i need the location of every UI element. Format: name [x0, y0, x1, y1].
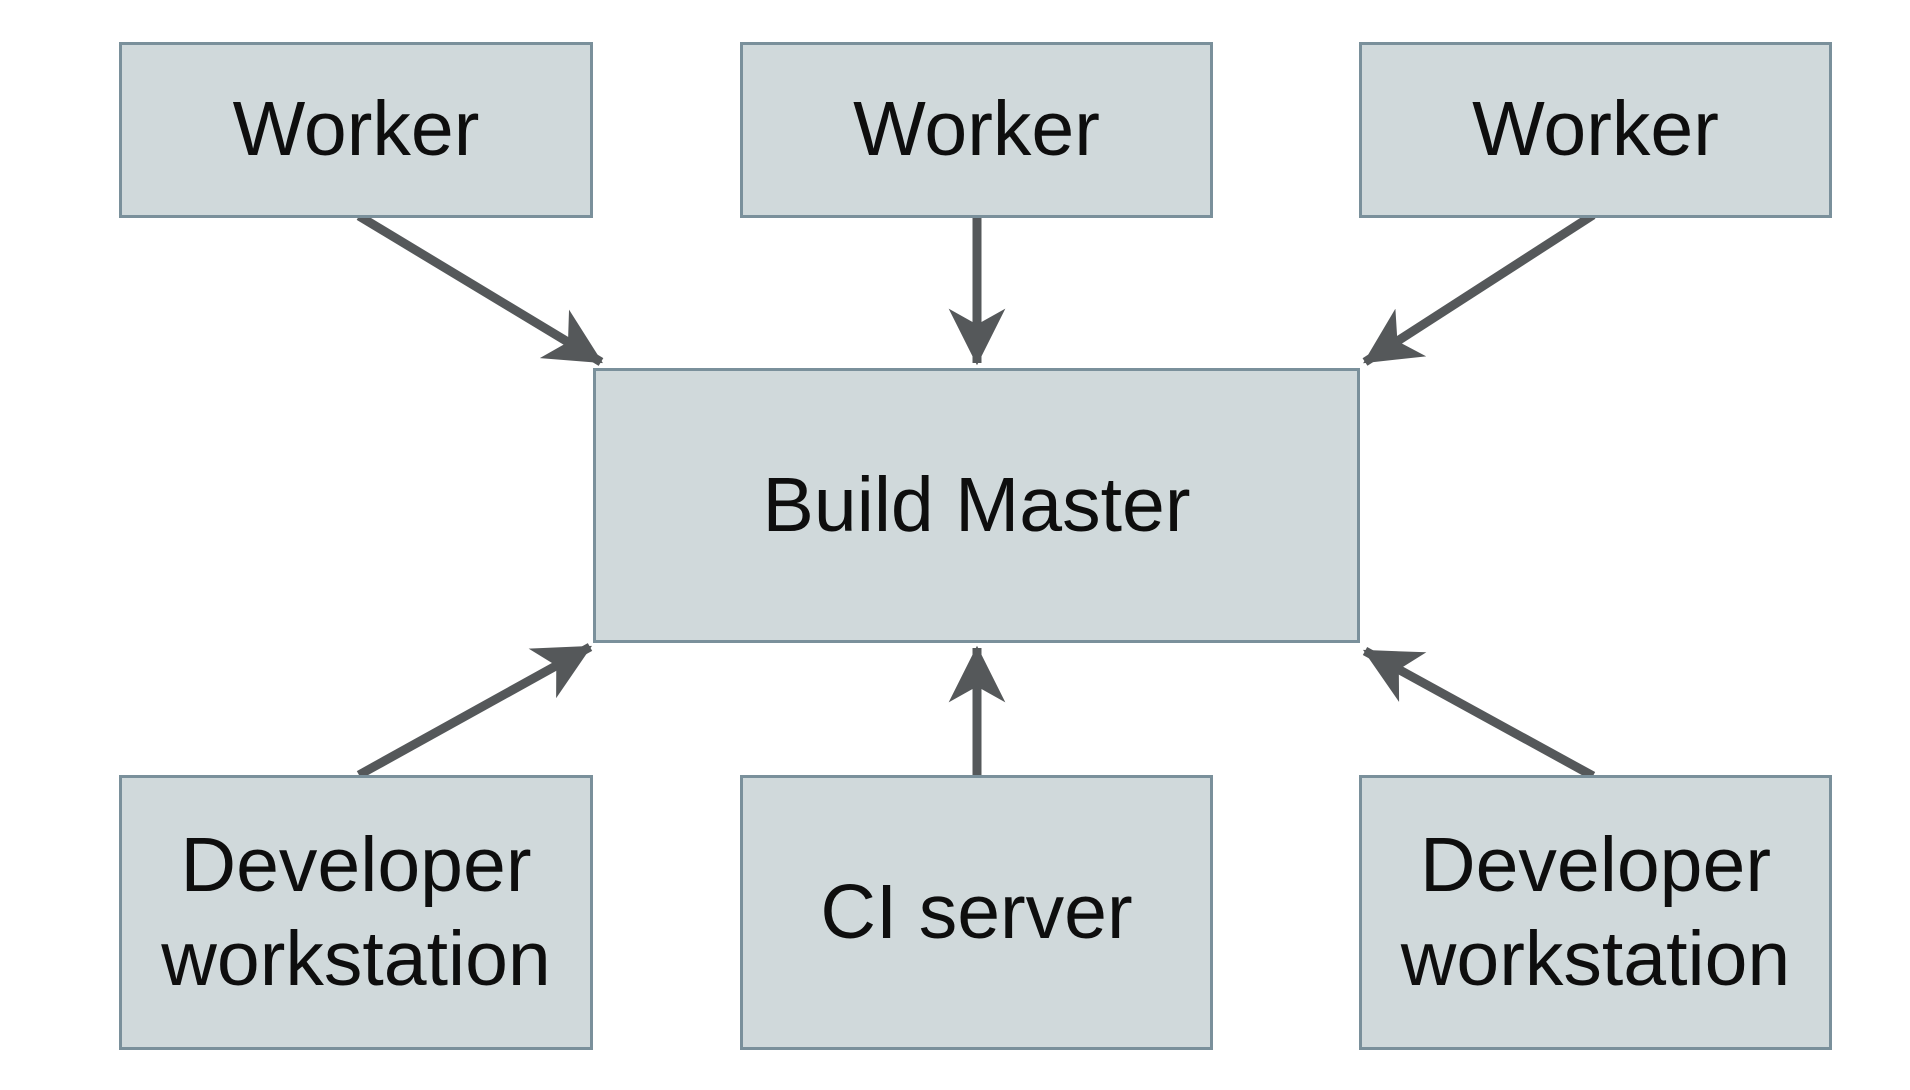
arrow-worker-1-to-build-master	[356, 212, 604, 366]
node-developer-workstation-1: Developer workstation	[119, 775, 593, 1050]
node-ci-server-label: CI server	[820, 868, 1133, 955]
arrow-worker-3-to-build-master	[1362, 211, 1596, 366]
node-developer-workstation-2-label: Developer workstation	[1400, 821, 1791, 1002]
node-worker-1: Worker	[119, 42, 593, 218]
node-worker-2-label: Worker	[853, 86, 1100, 173]
node-developer-workstation-1-label: Developer workstation	[161, 821, 551, 1002]
node-ci-server: CI server	[740, 775, 1213, 1050]
arrow-developer-workstation-1-to-build-master	[356, 643, 593, 779]
node-worker-2: Worker	[740, 42, 1213, 218]
node-worker-3-label: Worker	[1472, 86, 1719, 173]
node-worker-3: Worker	[1359, 42, 1832, 218]
node-worker-1-label: Worker	[232, 86, 480, 173]
arrow-developer-workstation-2-to-build-master	[1362, 647, 1596, 780]
node-build-master-label: Build Master	[762, 461, 1191, 548]
node-developer-workstation-2: Developer workstation	[1359, 775, 1832, 1050]
node-build-master: Build Master	[593, 368, 1360, 643]
